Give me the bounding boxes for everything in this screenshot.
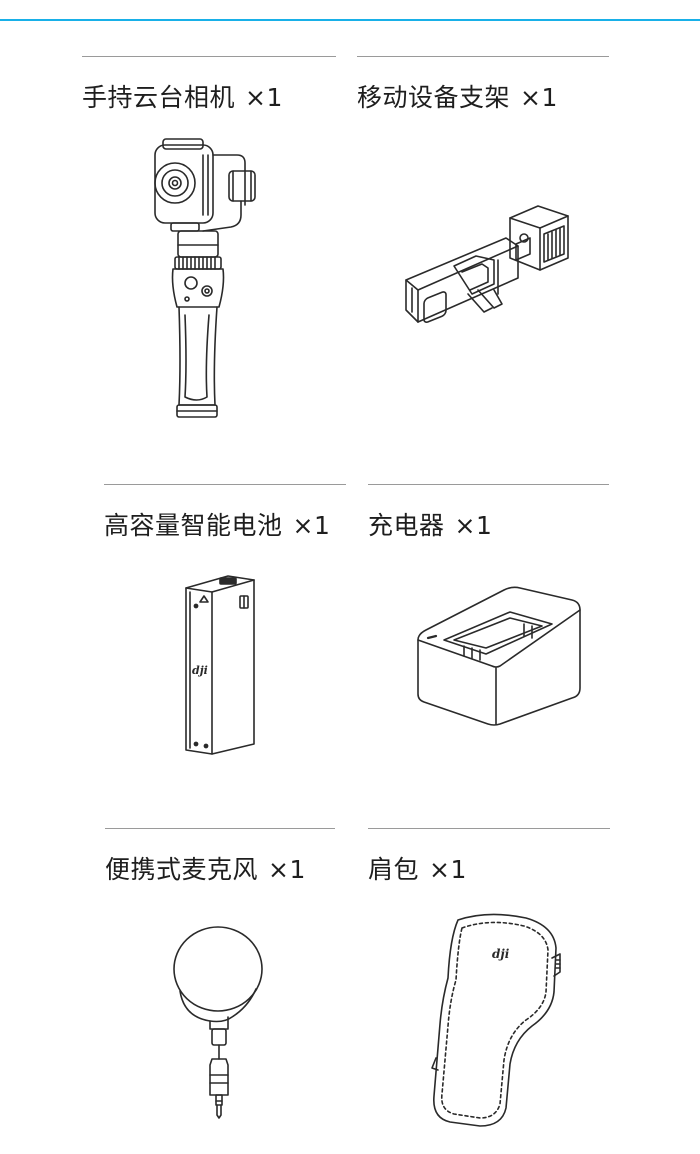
top-accent-rule	[0, 19, 700, 21]
item-divider	[368, 484, 609, 485]
item-divider	[82, 56, 336, 57]
item-name: 肩包	[368, 855, 420, 884]
item-quantity: ×1	[520, 83, 558, 112]
item-quantity: ×1	[454, 511, 493, 540]
battery-icon: dji	[182, 572, 262, 757]
item-quantity: ×1	[429, 855, 467, 884]
phone-holder-icon	[398, 198, 578, 328]
item-name: 移动设备支架	[357, 83, 511, 112]
item-label: 手持云台相机 ×1	[82, 78, 283, 114]
battery-logo-text: dji	[192, 664, 208, 677]
item-name: 充电器	[368, 511, 445, 540]
item-label: 便携式麦克风 ×1	[105, 850, 306, 886]
item-name: 便携式麦克风	[105, 855, 259, 884]
microphone-icon	[170, 925, 270, 1120]
item-label: 高容量智能电池 ×1	[104, 506, 330, 542]
charger-icon	[414, 584, 584, 729]
item-label: 充电器 ×1	[368, 506, 492, 542]
item-divider	[104, 484, 346, 485]
item-quantity: ×1	[245, 83, 283, 112]
item-quantity: ×1	[292, 511, 331, 540]
item-label: 肩包 ×1	[368, 850, 467, 886]
item-divider	[105, 828, 335, 829]
item-name: 手持云台相机	[82, 83, 236, 112]
bag-logo-text: dji	[492, 947, 510, 961]
handheld-gimbal-camera-icon	[145, 135, 270, 420]
item-divider	[357, 56, 609, 57]
item-divider	[368, 828, 610, 829]
item-name: 高容量智能电池	[104, 511, 283, 540]
item-label: 移动设备支架 ×1	[357, 78, 558, 114]
item-quantity: ×1	[268, 855, 306, 884]
shoulder-bag-icon: dji	[428, 908, 564, 1130]
